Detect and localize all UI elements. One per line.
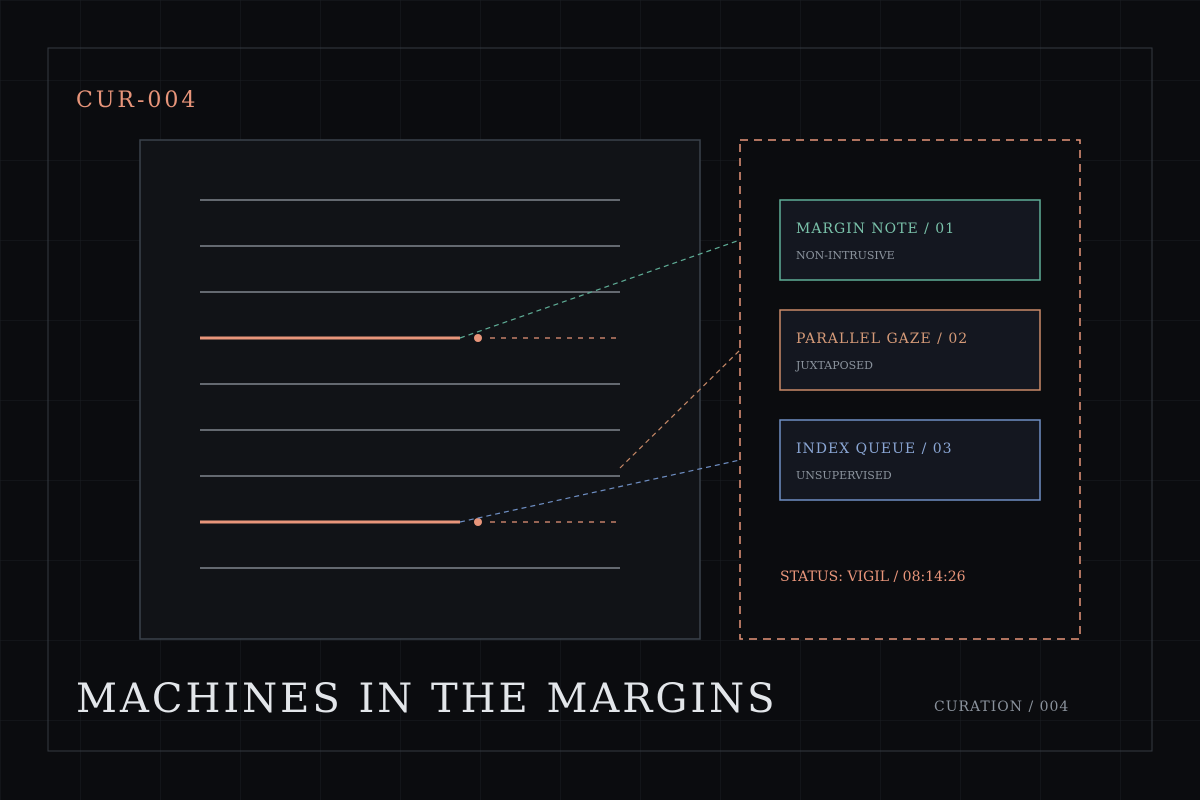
- connector-index-queue: [459, 459, 741, 523]
- page-title: MACHINES IN THE MARGINS: [76, 676, 778, 722]
- card-parallel-gaze-subtitle: JUXTAPOSED: [795, 359, 873, 372]
- footer-label: CURATION / 004: [934, 699, 1069, 715]
- document-lines: [200, 199, 620, 569]
- card-parallel-gaze-frame: [779, 309, 1041, 391]
- card-margin-note-subtitle: NON-INTRUSIVE: [796, 249, 895, 262]
- card-index-queue-title: INDEX QUEUE / 03: [796, 441, 953, 457]
- outer-frame: [47, 47, 1153, 752]
- code-label: CUR-004: [76, 88, 198, 113]
- card-parallel-gaze[interactable]: PARALLEL GAZE / 02 JUXTAPOSED: [779, 309, 1041, 391]
- connector-parallel-gaze: [619, 349, 741, 469]
- connector-margin-note: [459, 239, 741, 339]
- card-margin-note[interactable]: MARGIN NOTE / 01 NON-INTRUSIVE: [779, 199, 1041, 281]
- status-readout: STATUS: VIGIL / 08:14:26: [780, 569, 966, 585]
- card-parallel-gaze-title: PARALLEL GAZE / 02: [796, 331, 968, 347]
- connectors: [459, 239, 741, 523]
- card-margin-note-title: MARGIN NOTE / 01: [796, 221, 955, 237]
- document-panel: [139, 139, 701, 640]
- card-index-queue[interactable]: INDEX QUEUE / 03 UNSUPERVISED: [779, 419, 1041, 501]
- card-margin-note-frame: [779, 199, 1041, 281]
- card-index-queue-subtitle: UNSUPERVISED: [796, 469, 892, 482]
- card-index-queue-frame: [779, 419, 1041, 501]
- highlight-marker-dot: [474, 334, 482, 342]
- highlight-marker-dot: [474, 518, 482, 526]
